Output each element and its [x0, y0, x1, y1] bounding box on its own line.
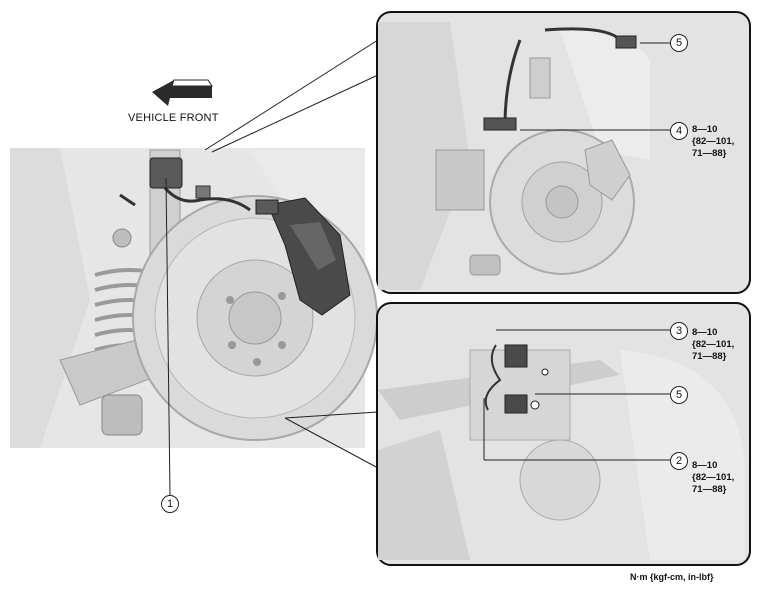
abs-sensor-connector	[119, 157, 251, 212]
callout-1: 1	[161, 495, 179, 513]
main-illustration	[10, 148, 378, 448]
torque-spec-4: 8—10 {82—101, 71—88}	[692, 124, 735, 159]
zoom-lines	[204, 39, 379, 469]
callout-1-leader	[165, 177, 171, 496]
torque-spec-3: 8—10 {82—101, 71—88}	[692, 327, 735, 362]
brake-caliper	[255, 197, 351, 316]
torque-spec-2: 8—10 {82—101, 71—88}	[692, 460, 735, 495]
callout-5-bottom: 5	[670, 386, 688, 404]
callout-3: 3	[670, 322, 688, 340]
brake-disc	[132, 195, 378, 441]
bottom-inset	[376, 302, 751, 566]
callout-5-top: 5	[670, 34, 688, 52]
top-inset	[376, 11, 751, 294]
units-note: N·m {kgf-cm, in-lbf}	[630, 572, 714, 582]
vehicle-front-label: VEHICLE FRONT	[128, 112, 219, 124]
vehicle-front-arrow-icon	[152, 79, 213, 106]
callout-4: 4	[670, 122, 688, 140]
callout-2: 2	[670, 452, 688, 470]
